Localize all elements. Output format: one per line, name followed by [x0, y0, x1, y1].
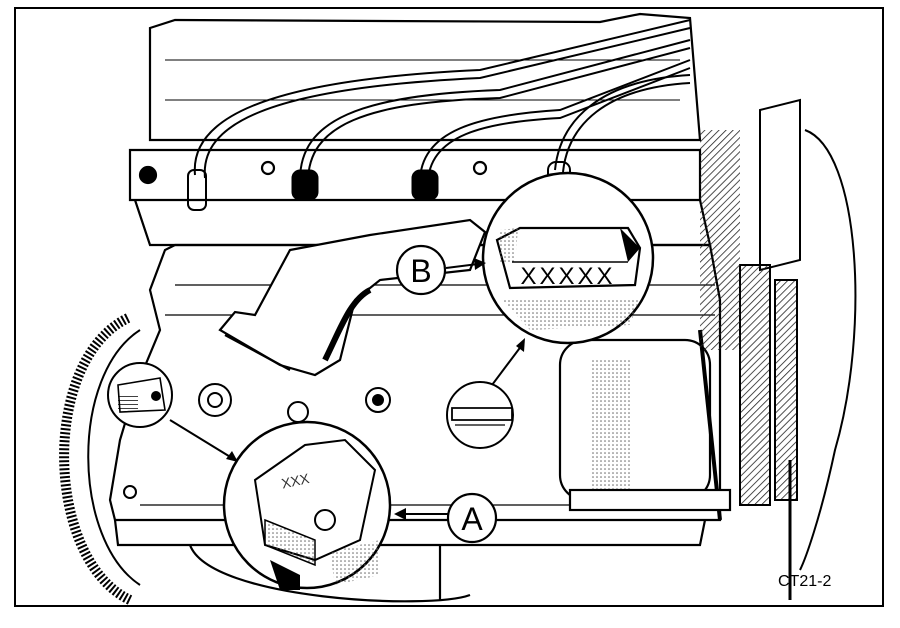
- callout-b: B: [395, 244, 486, 296]
- inset-b: XXXXX: [481, 171, 655, 345]
- spark-plug-boots: [187, 161, 571, 211]
- callout-a-label: A: [461, 501, 483, 537]
- inset-a-pointer: [169, 419, 233, 459]
- flywheel: [59, 313, 141, 605]
- callout-b-label: B: [410, 253, 431, 289]
- inset-b-stamp-code: XXXXX: [520, 263, 615, 290]
- inset-a: XXX: [222, 420, 392, 590]
- figure-code: CT21-2: [778, 573, 831, 590]
- inset-b-source: [446, 381, 514, 449]
- inset-b-pointer: [491, 344, 523, 386]
- block-bosses: [123, 383, 391, 499]
- inset-b-pointer-head: [516, 338, 525, 352]
- inset-a-pointer-head: [226, 451, 238, 462]
- fan-and-pulley: [700, 98, 857, 600]
- alternator: [558, 329, 732, 521]
- inset-a-source: [107, 362, 173, 428]
- inset-a-stamp-code: XXX: [280, 470, 311, 492]
- callout-a: A: [394, 492, 498, 544]
- spark-plug-wires: [193, 19, 691, 185]
